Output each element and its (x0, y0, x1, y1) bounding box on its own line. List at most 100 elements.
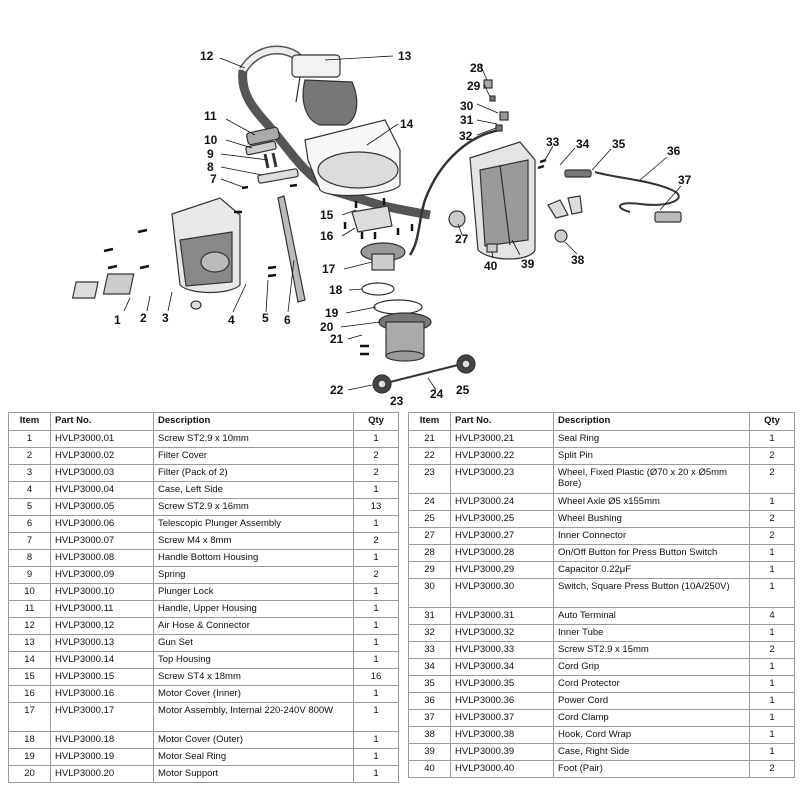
cell-description: Case, Left Side (153, 481, 354, 499)
callout-36: 36 (667, 144, 681, 158)
cell-item: 20 (8, 765, 51, 783)
callout-11: 11 (204, 109, 217, 123)
power-cord (594, 171, 680, 213)
callout-28: 28 (470, 61, 484, 75)
exploded-parts-diagram: 12 13 14 11 10 9 8 7 15 16 17 18 19 20 2… (71, 45, 692, 408)
cell-item: 14 (8, 651, 51, 669)
cell-qty: 2 (749, 527, 795, 545)
cell-part-no: HVLP3000.20 (50, 765, 154, 783)
callout-34: 34 (576, 137, 590, 151)
cell-part-no: HVLP3000.03 (50, 464, 154, 482)
cell-part-no: HVLP3000.13 (50, 634, 154, 652)
callout-13: 13 (398, 49, 412, 63)
header-description: Description (553, 412, 750, 431)
callout-35: 35 (612, 137, 626, 151)
cell-qty: 2 (353, 566, 399, 584)
callout-30: 30 (460, 99, 474, 113)
cell-qty: 2 (749, 447, 795, 465)
cell-description: Capacitor 0.22μF (553, 561, 750, 579)
cell-description: Screw ST2.9 x 15mm (553, 641, 750, 659)
callout-38: 38 (571, 253, 585, 267)
cell-description: Motor Assembly, Internal 220-240V 800W (153, 702, 354, 732)
cell-part-no: HVLP3000.34 (450, 658, 554, 676)
cell-description: Split Pin (553, 447, 750, 465)
cell-description: Inner Connector (553, 527, 750, 545)
cell-part-no: HVLP3000.32 (450, 624, 554, 642)
cell-item: 4 (8, 481, 51, 499)
cell-qty: 1 (353, 702, 399, 732)
inner-tube (408, 128, 501, 256)
cell-qty: 2 (749, 464, 795, 494)
cell-description: Inner Tube (553, 624, 750, 642)
cell-part-no: HVLP3000.08 (50, 549, 154, 567)
callout-1: 1 (114, 313, 121, 327)
cell-description: Screw ST4 x 18mm (153, 668, 354, 686)
cell-item: 25 (408, 510, 451, 528)
cell-qty: 2 (749, 641, 795, 659)
cell-item: 8 (8, 549, 51, 567)
cell-qty: 1 (749, 578, 795, 608)
cell-item: 37 (408, 709, 451, 727)
callout-39: 39 (521, 257, 535, 271)
cell-item: 17 (8, 702, 51, 732)
callout-37: 37 (678, 173, 692, 187)
callout-19: 19 (325, 306, 339, 320)
cell-qty: 1 (749, 544, 795, 562)
callout-21: 21 (330, 332, 344, 346)
cell-item: 16 (8, 685, 51, 703)
motor-cover-inner (351, 205, 393, 233)
header-item: Item (408, 412, 451, 431)
callout-31: 31 (460, 113, 474, 127)
cell-qty: 1 (353, 765, 399, 783)
cell-part-no: HVLP3000.21 (450, 430, 554, 448)
cell-description: Handle Bottom Housing (153, 549, 354, 567)
cell-part-no: HVLP3000.10 (50, 583, 154, 601)
cell-part-no: HVLP3000.30 (450, 578, 554, 608)
cell-part-no: HVLP3000.01 (50, 430, 154, 448)
cell-item: 28 (408, 544, 451, 562)
callout-15: 15 (320, 208, 334, 222)
header-part-no: Part No. (50, 412, 154, 431)
cell-item: 36 (408, 692, 451, 710)
cell-item: 31 (408, 607, 451, 625)
cell-qty: 1 (749, 658, 795, 676)
cell-description: Foot (Pair) (553, 760, 750, 778)
cell-description: Filter Cover (153, 447, 354, 465)
cell-item: 24 (408, 493, 451, 511)
top-housing (304, 119, 401, 197)
cell-item: 15 (8, 668, 51, 686)
cell-item: 40 (408, 760, 451, 778)
cell-item: 1 (8, 430, 51, 448)
callout-4: 4 (228, 313, 235, 327)
cell-part-no: HVLP3000.09 (50, 566, 154, 584)
cell-part-no: HVLP3000.33 (450, 641, 554, 659)
cell-description: Telescopic Plunger Assembly (153, 515, 354, 533)
callout-23: 23 (390, 394, 404, 408)
cell-part-no: HVLP3000.18 (50, 731, 154, 749)
cell-description: Cord Clamp (553, 709, 750, 727)
cell-item: 5 (8, 498, 51, 516)
cell-item: 11 (8, 600, 51, 618)
callout-5: 5 (262, 311, 269, 325)
cell-qty: 2 (353, 532, 399, 550)
cell-part-no: HVLP3000.35 (450, 675, 554, 693)
cell-description: On/Off Button for Press Button Switch (553, 544, 750, 562)
cell-qty: 1 (353, 549, 399, 567)
cell-part-no: HVLP3000.24 (450, 493, 554, 511)
